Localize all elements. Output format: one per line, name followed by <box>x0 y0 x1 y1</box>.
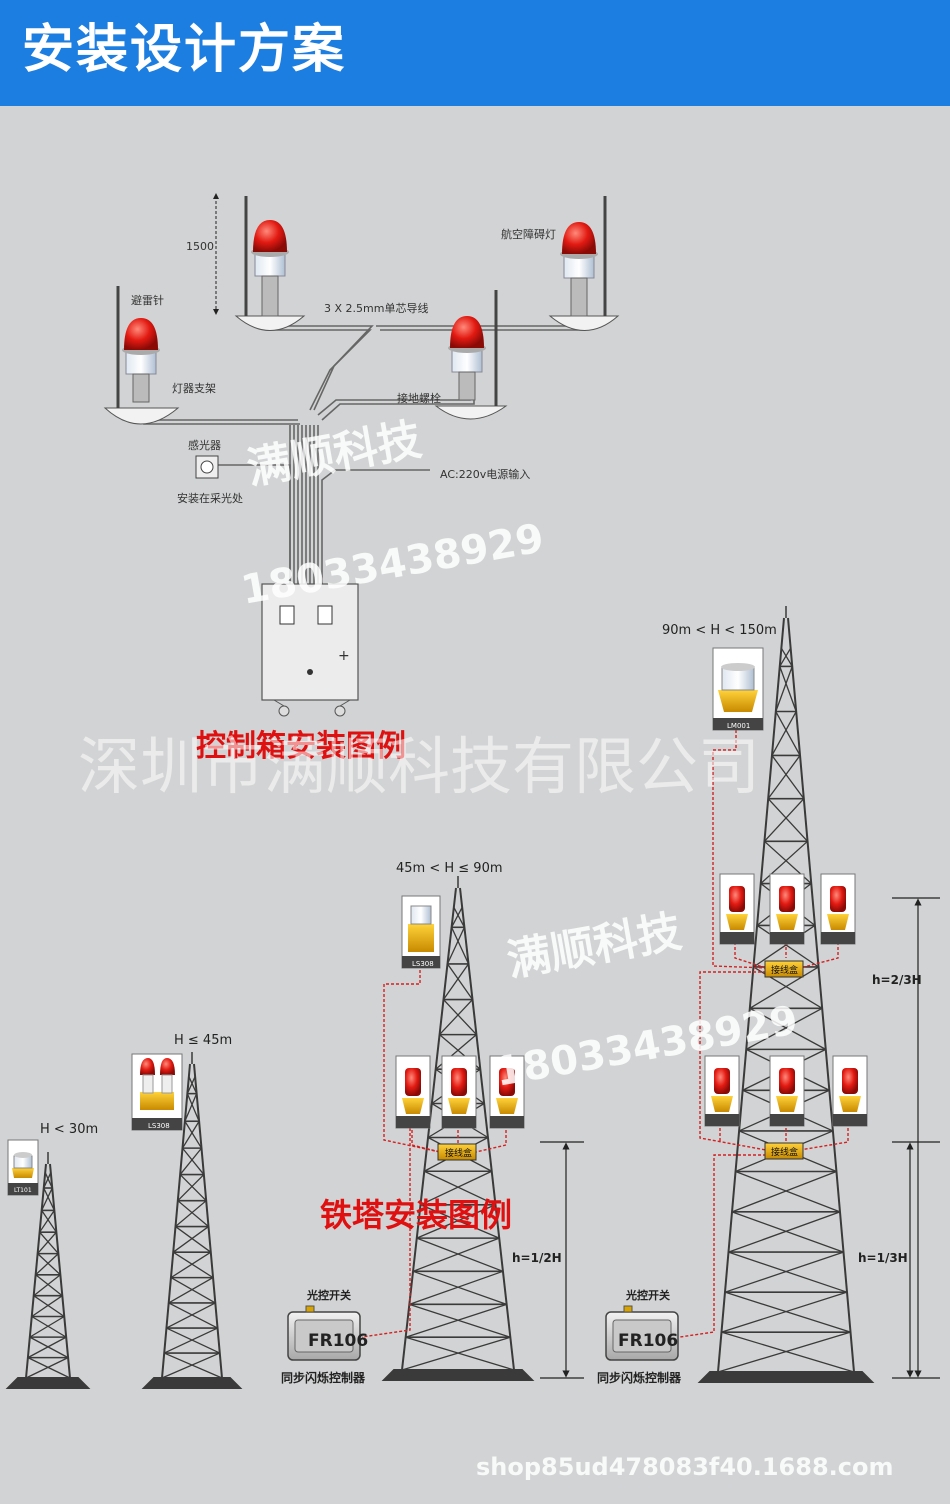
aviation-light-icon <box>448 316 486 401</box>
controller-model-2: FR106 <box>618 1331 678 1351</box>
sensor-note-label: 安装在采光处 <box>177 491 243 505</box>
page-title: 安装设计方案 <box>22 20 347 80</box>
aviation-light-icon <box>122 318 160 403</box>
control-box-caption: 控制箱安装图例 <box>196 729 406 764</box>
aviation-light-icon <box>560 222 598 317</box>
controllers <box>287 1305 679 1361</box>
junction-label: 接线盒 <box>445 1147 472 1159</box>
lamp-ls708-icon <box>704 1055 740 1127</box>
sensor-label: 感光器 <box>188 438 221 452</box>
range-label-1: H < 30m <box>40 1122 98 1137</box>
controller-name-1: 同步闪烁控制器 <box>281 1370 366 1385</box>
model-label: LS308 <box>148 1122 170 1130</box>
height-label-one-third: h=1/3H <box>858 1251 908 1265</box>
model-label: LS308 <box>412 960 434 968</box>
lamp-ls708-icon <box>441 1055 477 1129</box>
height-label-two-thirds: h=2/3H <box>872 973 922 987</box>
lamp-ls708-icon <box>489 1055 525 1129</box>
watermarks: 深圳市满顺科技有限公司 满顺科技 18033438929 满顺科技 180334… <box>78 414 894 1481</box>
aviation-lights <box>122 220 598 403</box>
height-markers <box>540 897 940 1379</box>
installation-diagram: 1500 + 避雷针 灯器支架 航空障碍灯 3 X 2.5mm单芯导线 接地螺栓… <box>0 106 950 1500</box>
controller-model-1: FR106 <box>308 1331 368 1351</box>
lightning-rods <box>116 196 607 408</box>
lamp-ls708-icon <box>769 873 805 945</box>
model-boxes: LT101 LS308 LS308 LM001 <box>7 647 764 1196</box>
tower-1 <box>5 1152 91 1389</box>
lamp-card-lm001: LM001 <box>712 647 764 731</box>
dimension-label: 1500 <box>186 240 214 253</box>
height-label-half: h=1/2H <box>512 1251 562 1265</box>
lamp-bracket-label: 灯器支架 <box>172 382 216 395</box>
ground-bolt-label: 接地螺栓 <box>397 391 441 405</box>
mounting-bases <box>103 315 620 425</box>
tower-caption: 铁塔安装图例 <box>320 1196 512 1234</box>
lamp-ls708-icon <box>769 1055 805 1127</box>
model-label: LM001 <box>727 722 750 730</box>
company-watermark: 深圳市满顺科技有限公司 <box>78 730 760 803</box>
header-banner: 安装设计方案 <box>0 0 950 106</box>
fr106-controller-icon <box>287 1305 361 1361</box>
dimension-marker: 1500 <box>186 193 219 315</box>
aviation-light-label: 航空障碍灯 <box>501 227 556 241</box>
fr106-controller-icon <box>605 1305 679 1361</box>
junction-label: 接线盒 <box>771 1146 798 1158</box>
phone-watermark-2: 18033438929 <box>492 997 801 1095</box>
lamp-card-ls308: LS308 <box>131 1053 183 1131</box>
svg-text:+: + <box>338 648 350 664</box>
sensor-icon <box>200 460 214 474</box>
range-label-4: 90m < H < 150m <box>662 623 777 638</box>
tower-lamps <box>395 873 868 1129</box>
wire-label: 3 X 2.5mm单芯导线 <box>324 301 428 315</box>
lamp-card-ls308-b: LS308 <box>401 895 441 969</box>
lamp-ls708-icon <box>395 1055 431 1129</box>
junction-boxes: 接线盒 接线盒 接线盒 <box>437 960 804 1161</box>
aviation-light-icon <box>251 220 289 317</box>
control-box: + <box>261 583 359 717</box>
tower-wiring <box>361 730 849 1338</box>
lightning-rod-label: 避雷针 <box>131 293 164 307</box>
switch-label-2: 光控开关 <box>625 1288 670 1302</box>
controller-name-2: 同步闪烁控制器 <box>597 1370 682 1385</box>
lamp-card-lt101: LT101 <box>7 1139 39 1196</box>
switch-label-1: 光控开关 <box>306 1288 351 1302</box>
phone-watermark: 18033438929 <box>238 515 547 613</box>
tower-2 <box>141 1052 243 1389</box>
power-input-label: AC:220v电源输入 <box>440 467 530 481</box>
junction-label: 接线盒 <box>771 964 798 976</box>
brand-watermark: 满顺科技 <box>243 414 425 495</box>
range-label-2: H ≤ 45m <box>174 1033 232 1048</box>
lamp-ls708-icon <box>719 873 755 945</box>
model-label: LT101 <box>14 1187 32 1194</box>
lamp-ls708-icon <box>832 1055 868 1127</box>
control-box-diagram: 1500 + 避雷针 灯器支架 航空障碍灯 3 X 2.5mm单芯导线 接地螺栓… <box>103 193 620 717</box>
brand-watermark-2: 满顺科技 <box>503 906 685 987</box>
range-label-3: 45m < H ≤ 90m <box>396 861 503 876</box>
lamp-ls708-icon <box>820 873 856 945</box>
shop-watermark: shop85ud478083f40.1688.com <box>476 1453 894 1481</box>
